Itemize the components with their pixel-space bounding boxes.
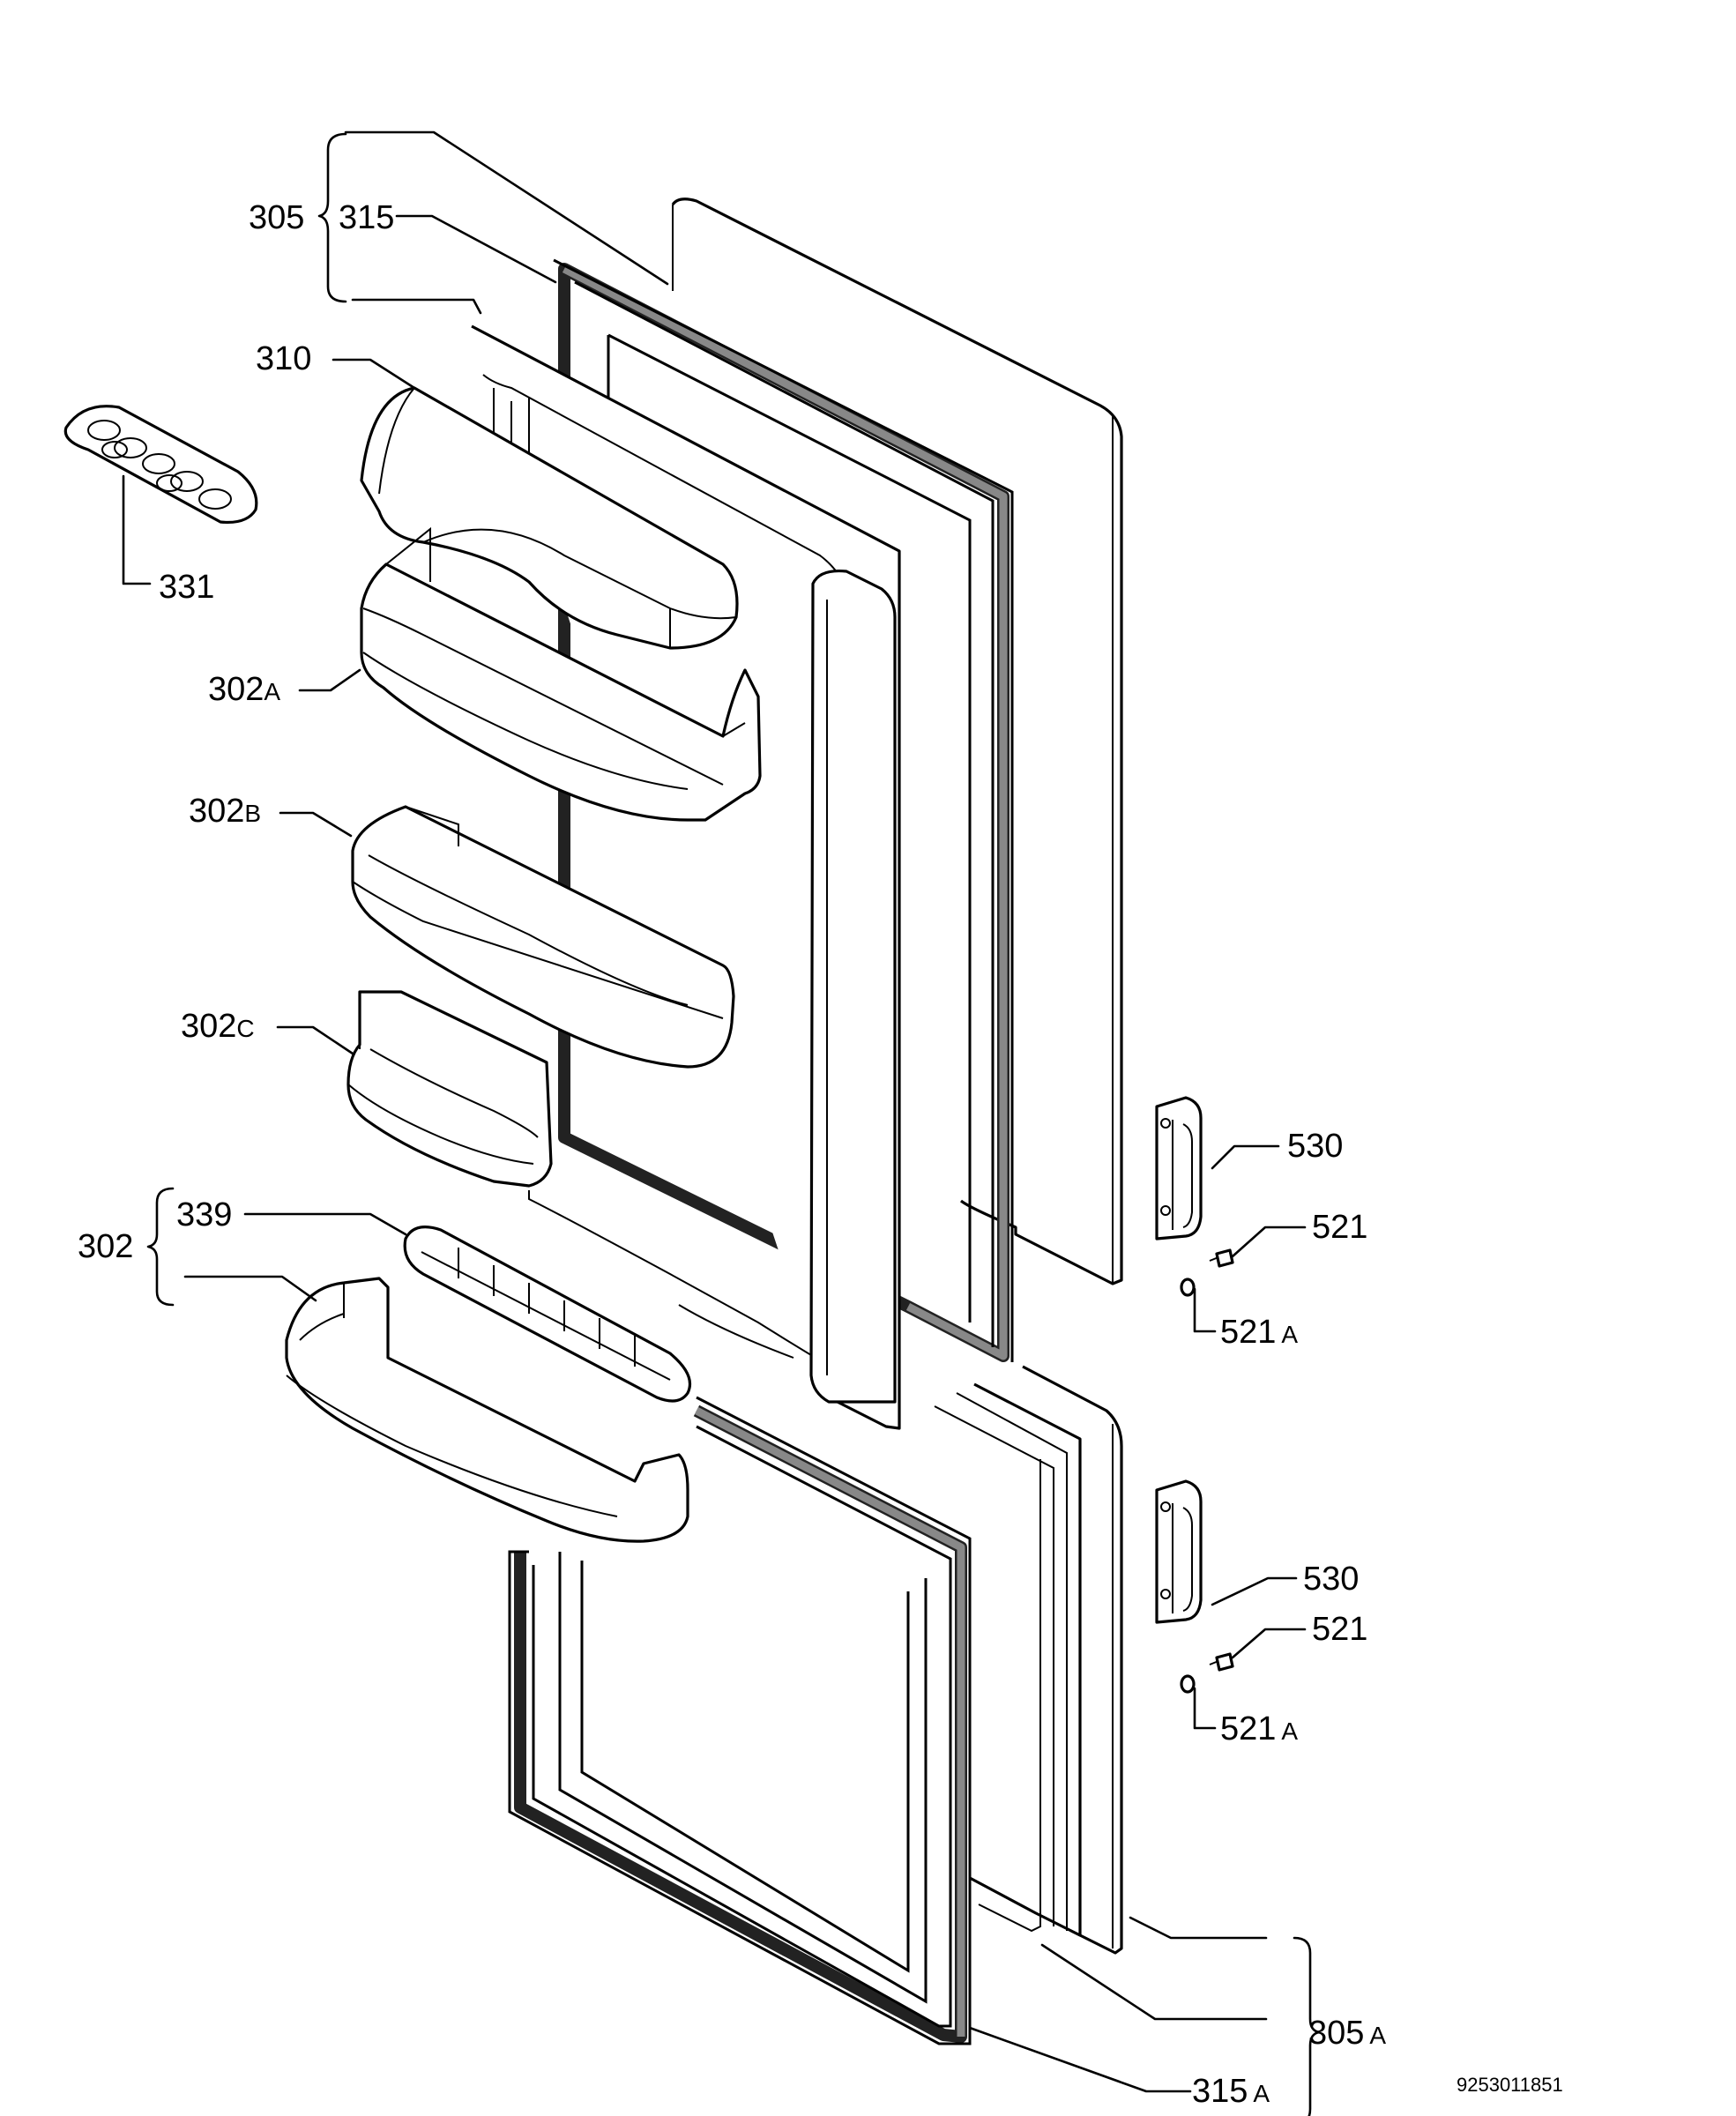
label-530-top: 530 (1287, 1128, 1343, 1165)
label-302b: 302B (189, 793, 261, 830)
leader-lines (122, 130, 1321, 2116)
label-302: 302 (78, 1228, 133, 1265)
label-530-bottom: 530 (1303, 1561, 1359, 1598)
hinge-530-bottom (1155, 1479, 1203, 1624)
door-shelf-302b (351, 805, 735, 1069)
label-521-top: 521 (1312, 1209, 1367, 1246)
washer-521a-top (1180, 1278, 1196, 1297)
lower-inner-liner (934, 1382, 1082, 1937)
label-310: 310 (256, 340, 311, 377)
label-339: 339 (176, 1196, 232, 1233)
label-331: 331 (159, 569, 214, 606)
label-521-bottom: 521 (1312, 1611, 1367, 1648)
egg-tray-331 (63, 405, 258, 525)
door-shelf-302a (360, 526, 762, 822)
bottle-retainer-339 (403, 1226, 692, 1403)
door-shelf-302c (346, 990, 553, 1188)
door-shelf-302-bottom (285, 1277, 689, 1543)
lower-gasket-315a (508, 1396, 972, 2045)
hinge-530-top (1155, 1096, 1203, 1241)
label-315: 315 (339, 199, 394, 236)
label-305: 305 (249, 199, 304, 236)
callout-labels: 305 315 310 331 302A 302B 302C 302 339 5… (78, 199, 1563, 2110)
screw-521-bottom (1209, 1652, 1234, 1672)
label-302c: 302C (181, 1008, 255, 1045)
screw-521-top (1209, 1248, 1234, 1268)
washer-521a-bottom (1180, 1674, 1196, 1694)
label-302a: 302A (208, 671, 280, 708)
drawing-number: 9253011851 (1457, 2074, 1563, 2096)
